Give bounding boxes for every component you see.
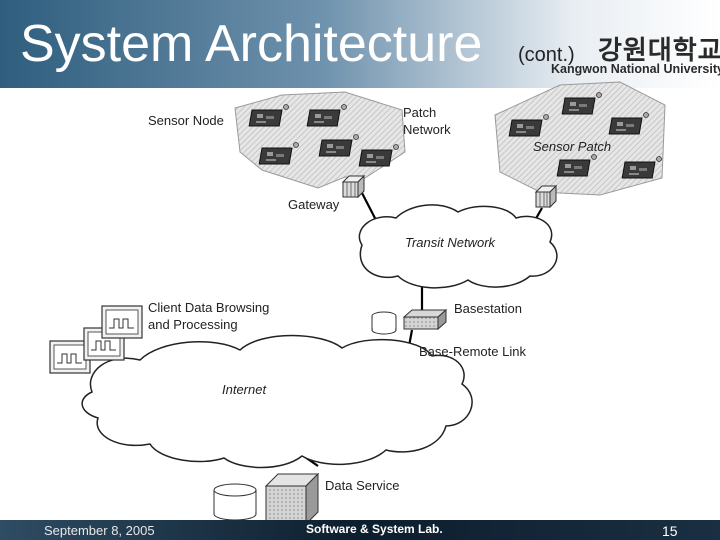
slide-title: System Architecture	[20, 15, 483, 73]
university-logo-korean: 강원대학교	[598, 35, 720, 65]
client-label-line2: and Processing	[148, 317, 238, 332]
database-icon	[371, 311, 397, 335]
database-icon	[213, 483, 257, 521]
client-monitor-icon	[101, 305, 143, 339]
internet-label: Internet	[222, 382, 267, 397]
footer-date: September 8, 2005	[44, 523, 155, 538]
gateway-label: Gateway	[288, 197, 340, 212]
title-suffix: (cont.)	[518, 44, 575, 66]
data-service-server-icon	[264, 472, 320, 526]
sensor-patch-right	[494, 81, 666, 196]
sensor-patch-label: Sensor Patch	[533, 139, 612, 154]
transit-network-cloud	[358, 204, 558, 289]
basestation-label: Basestation	[454, 301, 522, 316]
internet-cloud	[81, 334, 473, 469]
base-remote-link-label: Base-Remote Link	[419, 344, 526, 359]
data-service-label: Data Service	[325, 478, 400, 493]
page-number: 15	[662, 523, 678, 539]
patch-network-label-line2: Network	[403, 122, 451, 137]
basestation-icon	[402, 308, 448, 331]
transit-network-label: Transit Network	[405, 235, 496, 250]
patch-network-label-line1: Patch	[403, 105, 437, 120]
sensor-patch-left	[234, 91, 406, 189]
slide-header: System Architecture 강원대학교 Kangwon Nation…	[0, 0, 720, 88]
client-label-line1: Client Data Browsing	[148, 300, 270, 315]
gateway-icon	[534, 184, 558, 209]
slide-footer: September 8, 2005 Software & System Lab.…	[0, 520, 720, 540]
footer-lab-name: Software & System Lab.	[306, 522, 443, 536]
sensor-node-label: Sensor Node	[148, 113, 224, 128]
gateway-icon	[341, 174, 366, 199]
university-logo-english: Kangwon National University	[551, 62, 720, 76]
